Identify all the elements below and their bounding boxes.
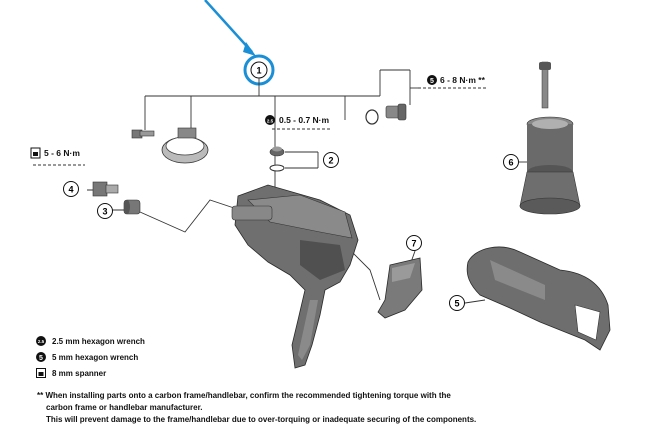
svg-text:3: 3 xyxy=(102,207,107,217)
lever-assembly xyxy=(231,184,359,369)
hex-5-icon: 5 xyxy=(36,352,46,362)
svg-text:5: 5 xyxy=(430,78,434,85)
note-line-2: carbon frame or handlebar manufacturer. xyxy=(46,403,203,412)
torque-label-spanner: 5 - 6 N·m xyxy=(44,148,80,158)
legend-item-spanner-8: 8 mm spanner xyxy=(36,368,106,378)
pointer-arrow xyxy=(204,0,256,56)
hex-2-5-icon: 2.5 xyxy=(265,115,275,125)
legend-label: 2.5 mm hexagon wrench xyxy=(52,336,145,346)
legend-label: 5 mm hexagon wrench xyxy=(52,352,139,362)
svg-text:1: 1 xyxy=(256,66,261,76)
svg-text:7: 7 xyxy=(411,239,416,249)
svg-text:6: 6 xyxy=(508,158,513,168)
callout-3[interactable]: 3 xyxy=(97,203,113,219)
leader-lines xyxy=(33,69,532,304)
svg-text:4: 4 xyxy=(68,185,73,195)
svg-text:2.5: 2.5 xyxy=(267,119,274,124)
svg-text:5: 5 xyxy=(39,355,43,362)
bracket-bolt xyxy=(365,103,407,125)
torque-label-hex25: 0.5 - 0.7 N·m xyxy=(279,115,330,125)
callout-2[interactable]: 2 xyxy=(323,152,339,168)
spanner-8-icon xyxy=(30,147,41,159)
hex-5-icon: 5 xyxy=(427,75,437,85)
svg-text:5: 5 xyxy=(454,299,459,309)
handlebar-clamp xyxy=(161,127,209,164)
bracket-cover xyxy=(466,246,611,351)
bleed-tool xyxy=(519,61,581,215)
clamp-bolt xyxy=(131,129,155,139)
callout-5[interactable]: 5 xyxy=(449,295,465,311)
sleeve xyxy=(123,199,141,215)
legend-item-hex-2-5: 2.5 2.5 mm hexagon wrench xyxy=(36,336,145,346)
hex-2-5-icon: 2.5 xyxy=(36,336,46,346)
legend-label: 8 mm spanner xyxy=(52,368,107,378)
legend-item-hex-5: 5 5 mm hexagon wrench xyxy=(36,352,138,362)
spanner-8-icon xyxy=(36,368,46,378)
svg-text:2: 2 xyxy=(328,156,333,166)
svg-text:2.5: 2.5 xyxy=(38,339,45,344)
callout-7[interactable]: 7 xyxy=(406,235,422,251)
bleed-cap xyxy=(269,146,285,172)
torque-label-hex5: 6 - 8 N·m ** xyxy=(440,75,485,85)
callout-6[interactable]: 6 xyxy=(503,154,519,170)
lever-insert xyxy=(377,257,423,319)
callout-4[interactable]: 4 xyxy=(63,181,79,197)
note-line-1: ** When installing parts onto a carbon f… xyxy=(37,391,451,400)
adjust-screw xyxy=(92,181,119,197)
note-line-3: This will prevent damage to the frame/ha… xyxy=(46,415,477,424)
